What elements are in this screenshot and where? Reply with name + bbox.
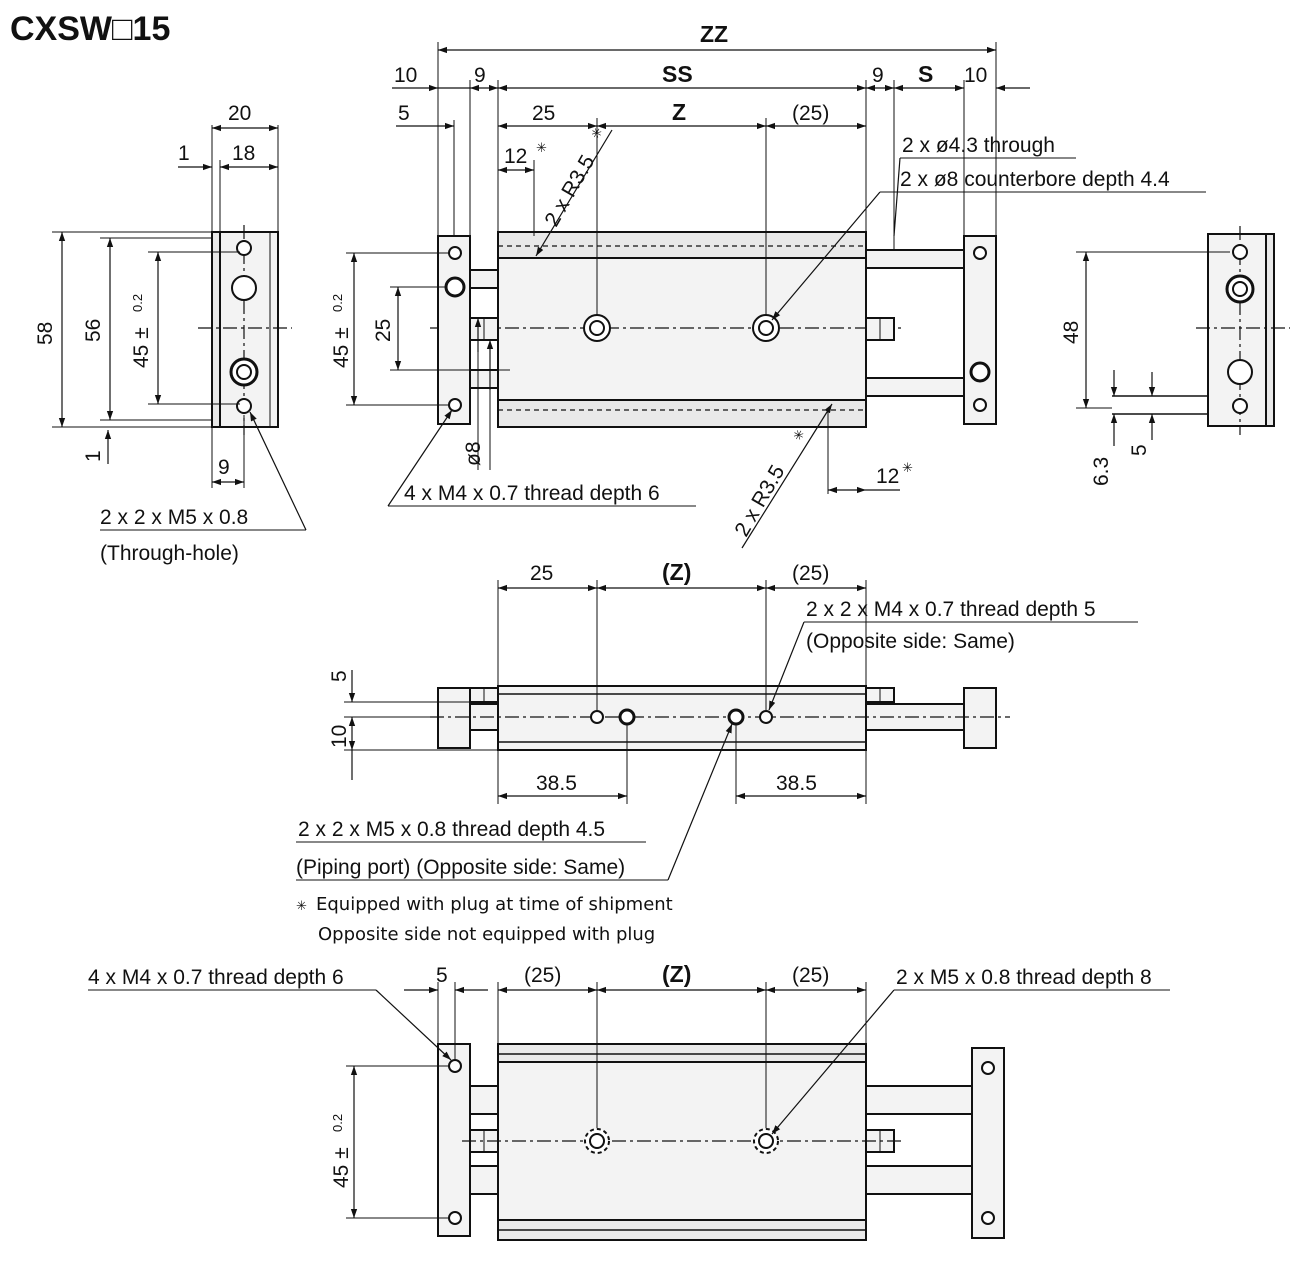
dim-edge: 1 xyxy=(178,142,190,165)
thread-hole-icon xyxy=(448,246,462,260)
left-end-view: 20 1 18 58 56 45 ± 0.2 1 9 2 x 2 x M5 x … xyxy=(34,102,307,565)
port-hole-icon xyxy=(618,708,636,726)
bottom-dim-height: 45 ± xyxy=(330,1147,353,1188)
cylinder-body xyxy=(497,231,867,428)
dim-inner: 18 xyxy=(232,142,255,165)
thread-hole-icon xyxy=(973,398,987,412)
radius-label-bottom: 2 x R3.5 xyxy=(730,461,789,540)
note-counterbore: 2 x ø8 counterbore depth 4.4 xyxy=(900,168,1170,191)
thread-hole-icon xyxy=(973,246,987,260)
thread-hole-icon xyxy=(236,240,252,256)
left-note-through: (Through-hole) xyxy=(100,542,239,565)
dim-right-offset-b: 5 xyxy=(1128,444,1151,456)
dim-pitch-left: 25 xyxy=(532,102,555,125)
side-dim-pitch-right: (25) xyxy=(792,562,829,585)
side-dim-port-left: 38.5 xyxy=(536,772,577,795)
dim-plate-right: 10 xyxy=(964,64,987,87)
left-end-plate-front xyxy=(437,235,471,425)
right-end-plate xyxy=(1207,233,1275,427)
dim-height-tol-sup: 0.2 xyxy=(330,294,345,312)
plug-mark: ✳ xyxy=(536,140,547,155)
side-dim-upper: 5 xyxy=(328,670,351,682)
right-end-view: 48 6.3 5 xyxy=(1060,226,1290,486)
side-dim-pitch-mid: (Z) xyxy=(662,559,691,585)
side-note-thread: 2 x 2 x M4 x 0.7 thread depth 5 xyxy=(806,598,1096,621)
dim-pitch: 45 ± xyxy=(130,327,153,368)
svg-text:✳: ✳ xyxy=(588,124,606,141)
dim-right-height: 48 xyxy=(1060,321,1083,344)
dim-width: 20 xyxy=(228,102,251,125)
bottom-body xyxy=(497,1043,867,1241)
dim-hole-offset: 9 xyxy=(218,456,230,479)
port-hole-icon xyxy=(231,275,257,301)
dim-height-tol: 45 ± xyxy=(330,327,353,368)
footnote-line1: Equipped with plug at time of shipment xyxy=(316,894,673,915)
thread-hole-icon xyxy=(448,1059,462,1073)
thread-hole-icon xyxy=(981,1061,995,1075)
bottom-note-left: 4 x M4 x 0.7 thread depth 6 xyxy=(88,966,344,989)
dim-radius-offset-top: 12 xyxy=(504,145,527,168)
footnote-line2: Opposite side not equipped with plug xyxy=(318,924,655,945)
dim-pitch-mid: Z xyxy=(672,99,686,125)
dim-pitch-tol: 0.2 xyxy=(130,294,145,312)
side-left-plate xyxy=(437,687,471,749)
dim-overall: ZZ xyxy=(700,21,728,47)
footnote-mark: ✳ xyxy=(296,898,307,913)
dim-gap-right: 9 xyxy=(872,64,884,87)
dim-radius-offset-bottom: 12 xyxy=(876,465,899,488)
side-note-thread-opp: (Opposite side: Same) xyxy=(806,630,1015,653)
port-hole-icon xyxy=(1227,359,1253,385)
side-note-port: 2 x 2 x M5 x 0.8 thread depth 4.5 xyxy=(298,818,605,841)
thread-hole-icon xyxy=(448,1211,462,1225)
svg-text:✳: ✳ xyxy=(902,460,913,475)
note-through: 2 x ø4.3 through xyxy=(902,134,1055,157)
thread-hole-icon xyxy=(1232,244,1248,260)
side-view: 25 (Z) (25) 5 10 38.5 38.5 2 x 2 x M4 x … xyxy=(296,559,1138,945)
bottom-dim-pitch-right: (25) xyxy=(792,964,829,987)
side-dim-pitch-left: 25 xyxy=(530,562,553,585)
drawing-title: CXSW□15 xyxy=(10,10,170,48)
thread-hole-icon xyxy=(759,710,773,724)
side-body xyxy=(497,685,867,751)
thread-hole-icon xyxy=(448,398,462,412)
dim-plate-left: 10 xyxy=(394,64,417,87)
bottom-right-plate xyxy=(971,1047,1005,1239)
svg-text:✳: ✳ xyxy=(790,426,808,443)
port-hole-icon xyxy=(727,708,745,726)
radius-label-top: 2 x R3.5 xyxy=(540,151,599,230)
dim-height-inner: 56 xyxy=(82,319,105,342)
bottom-note-right: 2 x M5 x 0.8 thread depth 8 xyxy=(896,966,1152,989)
thread-hole-icon xyxy=(1232,398,1248,414)
bottom-dim-pitch-mid: (Z) xyxy=(662,961,691,987)
left-end-plate xyxy=(211,231,279,428)
dim-port-spacing: 25 xyxy=(372,319,395,342)
bottom-dim-height-tol: 0.2 xyxy=(330,1114,345,1132)
dim-rod-dia: ø8 xyxy=(462,441,485,466)
note-thread: 4 x M4 x 0.7 thread depth 6 xyxy=(404,482,660,505)
dim-bottom-gap: 1 xyxy=(82,450,105,462)
side-dim-lower: 10 xyxy=(328,725,351,748)
right-end-plate-front xyxy=(963,235,997,425)
dim-right-offset-a: 6.3 xyxy=(1090,457,1113,486)
left-note-thread: 2 x 2 x M5 x 0.8 xyxy=(100,506,248,529)
side-note-port-opp: (Piping port) (Opposite side: Same) xyxy=(296,856,625,879)
port-hole-icon xyxy=(444,276,466,298)
dim-gap-left: 9 xyxy=(474,64,486,87)
thread-hole-icon xyxy=(236,398,252,414)
dim-stroke-span: SS xyxy=(662,61,693,87)
bottom-view: 5 (25) (Z) (25) 45 ± 0.2 4 x M4 x 0.7 th… xyxy=(88,961,1170,1241)
side-dim-port-right: 38.5 xyxy=(776,772,817,795)
bottom-dim-offset: 5 xyxy=(436,964,448,987)
dim-pitch-right: (25) xyxy=(792,102,829,125)
thread-hole-icon xyxy=(981,1211,995,1225)
front-view: ZZ 10 9 SS 9 S 10 5 25 Z (25) 12 ✳ xyxy=(330,21,1206,549)
thread-hole-icon xyxy=(590,710,604,724)
dim-offset: 5 xyxy=(398,102,410,125)
side-right-plate xyxy=(963,687,997,749)
bottom-dim-pitch-left: (25) xyxy=(524,964,561,987)
dim-height: 58 xyxy=(34,322,57,345)
dim-stroke: S xyxy=(918,61,933,87)
